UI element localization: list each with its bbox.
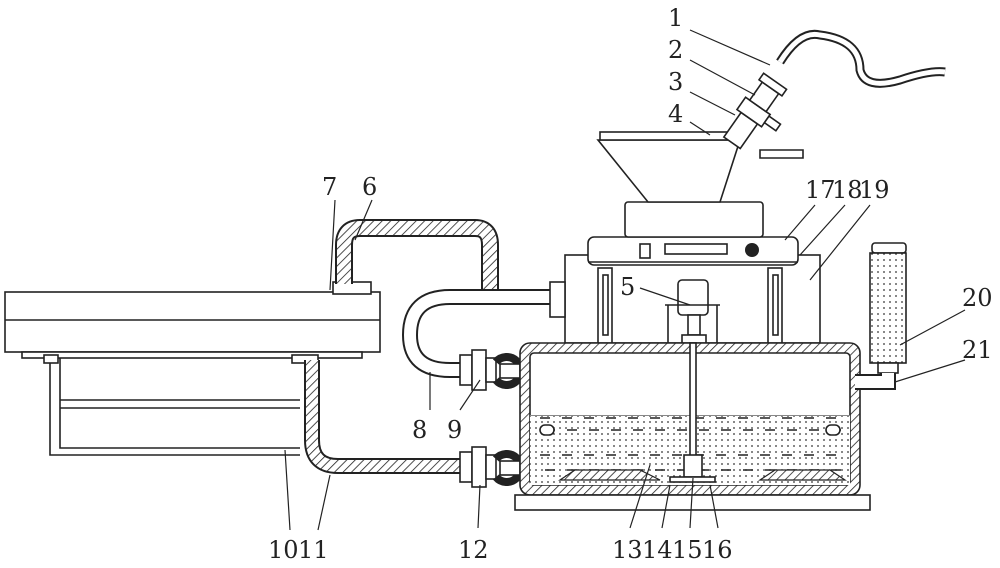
- label-7: 7: [322, 173, 337, 201]
- label-13: 13: [612, 536, 643, 564]
- control-box-17: [588, 237, 798, 265]
- label-20: 20: [962, 284, 993, 312]
- label-17: 17: [805, 176, 836, 204]
- label-19: 19: [859, 176, 890, 204]
- label-1: 1: [668, 4, 683, 32]
- label-14: 14: [642, 536, 673, 564]
- table-7: [5, 282, 380, 455]
- label-10: 10: [268, 536, 299, 564]
- label-8: 8: [412, 416, 427, 444]
- label-6: 6: [362, 173, 377, 201]
- connector-12: [460, 447, 521, 487]
- label-15: 15: [672, 536, 703, 564]
- label-4: 4: [668, 100, 683, 128]
- label-16: 16: [702, 536, 733, 564]
- label-18: 18: [832, 176, 863, 204]
- label-21: 21: [962, 336, 993, 364]
- hopper-4: [598, 140, 740, 202]
- label-11: 11: [298, 536, 329, 564]
- filter-20: [870, 243, 906, 373]
- label-12: 12: [458, 536, 489, 564]
- label-9: 9: [447, 416, 462, 444]
- label-3: 3: [668, 68, 683, 96]
- label-2: 2: [668, 36, 683, 64]
- feed-block: [625, 202, 763, 237]
- label-5: 5: [620, 273, 635, 301]
- connector-9: [460, 350, 521, 390]
